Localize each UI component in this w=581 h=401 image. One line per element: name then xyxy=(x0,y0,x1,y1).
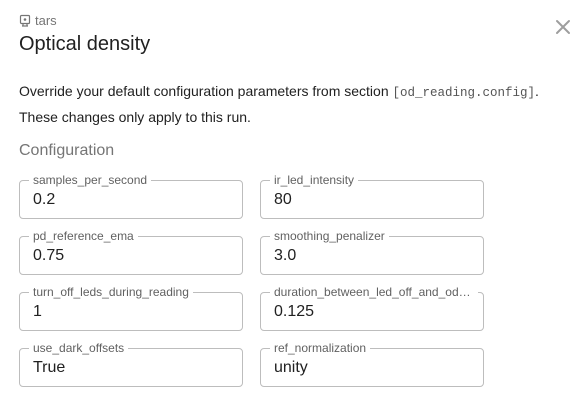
field-use-dark-offsets: use_dark_offsets xyxy=(19,341,243,387)
field-duration-between-led-off-and-od: duration_between_led_off_and_od_… xyxy=(260,285,484,331)
pd-reference-ema-input[interactable] xyxy=(33,245,229,267)
config-section-code: [od_reading.config] xyxy=(392,86,536,100)
field-label: samples_per_second xyxy=(29,173,152,187)
turn-off-leds-during-reading-input[interactable] xyxy=(33,301,229,323)
use-dark-offsets-input[interactable] xyxy=(33,357,229,379)
dialog-title: Optical density xyxy=(19,33,151,55)
field-label: ir_led_intensity xyxy=(270,173,359,187)
field-label: duration_between_led_off_and_od_… xyxy=(270,285,478,299)
field-label: ref_normalization xyxy=(270,341,371,355)
field-label: turn_off_leds_during_reading xyxy=(29,285,193,299)
raspberry-pi-icon xyxy=(19,14,31,28)
ref-normalization-input[interactable] xyxy=(274,357,470,379)
field-pd-reference-ema: pd_reference_ema xyxy=(19,229,243,275)
field-label: use_dark_offsets xyxy=(29,341,129,355)
field-samples-per-second: samples_per_second xyxy=(19,173,243,219)
ir-led-intensity-input[interactable] xyxy=(274,189,470,211)
field-label: smoothing_penalizer xyxy=(270,229,389,243)
description-prefix: Override your default configuration para… xyxy=(19,83,389,99)
unit-name: tars xyxy=(35,13,57,28)
field-label: pd_reference_ema xyxy=(29,229,138,243)
close-button[interactable] xyxy=(552,16,574,38)
section-heading: Configuration xyxy=(19,142,115,159)
field-turn-off-leds-during-reading: turn_off_leds_during_reading xyxy=(19,285,243,331)
field-ref-normalization: ref_normalization xyxy=(260,341,484,387)
samples-per-second-input[interactable] xyxy=(33,189,229,211)
description-line2: These changes only apply to this run. xyxy=(19,109,251,125)
unit-indicator: tars xyxy=(19,13,57,28)
smoothing-penalizer-input[interactable] xyxy=(274,245,470,267)
field-ir-led-intensity: ir_led_intensity xyxy=(260,173,484,219)
description-suffix: . xyxy=(535,83,539,99)
field-smoothing-penalizer: smoothing_penalizer xyxy=(260,229,484,275)
duration-between-led-off-and-od-input[interactable] xyxy=(274,301,470,323)
close-icon xyxy=(556,20,570,34)
dialog-description: Override your default configuration para… xyxy=(19,79,574,129)
